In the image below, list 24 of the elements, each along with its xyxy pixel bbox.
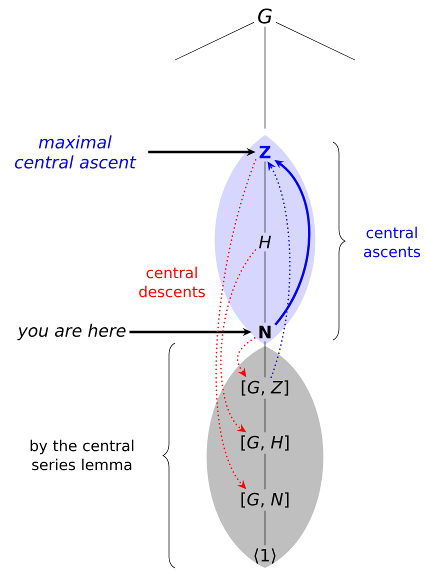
symbol-label: G [258, 8, 272, 24]
symbol-label: H [259, 236, 271, 248]
connector-line [264, 251, 266, 323]
annotation-label: central descents [139, 266, 205, 298]
symbol-label: N [259, 326, 271, 338]
pointer-text: maximal central ascent [15, 135, 136, 169]
branch-line [276, 22, 356, 60]
lens-region [206, 346, 324, 568]
connector-line [264, 510, 266, 546]
connector-line [264, 398, 266, 433]
symbol-label: [G, N] [241, 492, 289, 508]
connector-line [264, 161, 266, 233]
connector-line [264, 453, 266, 490]
annotation-label: by the central series lemma [30, 440, 134, 470]
symbol-label: ⟨1⟩ [254, 548, 276, 564]
symbol-label: [G, H] [241, 435, 289, 451]
connector-line [264, 341, 266, 378]
branch-line [174, 22, 254, 60]
annotation-label: central ascents [364, 226, 420, 258]
symbol-label: Z [260, 146, 270, 158]
symbol-label: [G, Z] [242, 380, 288, 396]
lens-region [214, 135, 316, 345]
connector-line [264, 26, 266, 129]
pointer-text: you are here [17, 324, 126, 340]
